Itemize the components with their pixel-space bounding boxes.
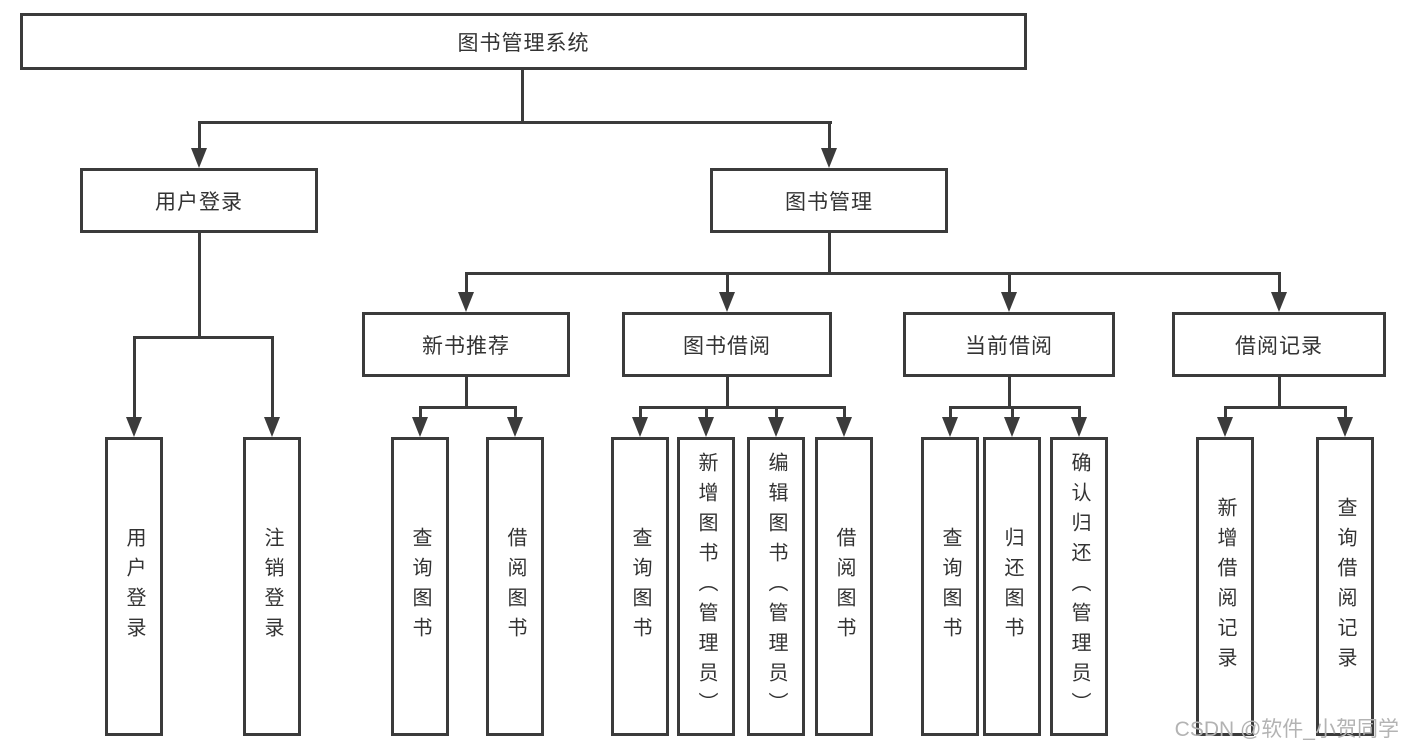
arrowhead-to-borrow-books-borrowing <box>836 417 852 437</box>
leaf-query-books-current-label: 查询图书 <box>939 526 961 647</box>
leaf-borrow-books-recommend: 借阅图书 <box>486 437 544 736</box>
leaf-borrow-books-borrowing-label: 借阅图书 <box>833 526 855 647</box>
connector-book-borrowing-stem <box>726 377 729 409</box>
node-root-label: 图书管理系统 <box>457 31 590 55</box>
connector-drop-add-book-admin <box>705 406 708 417</box>
connector-drop-query-books-borrowing <box>639 406 642 417</box>
node-borrowing-records-label: 借阅记录 <box>1235 334 1323 358</box>
arrowhead-to-query-books-recommend <box>412 417 428 437</box>
connector-drop-borrow-books-borrowing <box>843 406 846 417</box>
connector-borrowing-records-bar <box>1224 406 1347 409</box>
arrowhead-to-book-borrowing <box>719 292 735 312</box>
node-root-system: 图书管理系统 <box>20 13 1027 70</box>
leaf-logout-label: 注销登录 <box>261 526 283 647</box>
leaf-query-books-borrowing: 查询图书 <box>611 437 669 736</box>
arrowhead-to-user-login <box>191 148 207 168</box>
leaf-query-books-current: 查询图书 <box>921 437 979 736</box>
arrowhead-to-leaf-logout <box>264 417 280 437</box>
connector-root-stem <box>521 70 524 124</box>
arrowhead-to-borrow-books-recommend <box>507 417 523 437</box>
arrowhead-to-add-book-admin <box>698 417 714 437</box>
arrowhead-to-query-borrow-record <box>1337 417 1353 437</box>
leaf-user-login: 用户登录 <box>105 437 163 736</box>
connector-drop-book-borrowing <box>726 272 729 292</box>
node-current-borrowing-label: 当前借阅 <box>965 334 1053 358</box>
connector-drop-return-book <box>1011 406 1014 417</box>
connector-root-bar <box>198 121 832 124</box>
node-book-management: 图书管理 <box>710 168 948 233</box>
connector-drop-query-borrow-record <box>1344 406 1347 417</box>
arrowhead-to-add-borrow-record <box>1217 417 1233 437</box>
connector-current-borrowing-stem <box>1008 377 1011 409</box>
node-book-management-label: 图书管理 <box>785 190 873 214</box>
arrowhead-to-current-borrowing <box>1001 292 1017 312</box>
connector-borrowing-records-stem <box>1278 377 1281 409</box>
arrowhead-to-book-management <box>821 148 837 168</box>
node-borrowing-records: 借阅记录 <box>1172 312 1386 377</box>
connector-book-borrowing-bar <box>639 406 846 409</box>
connector-current-borrowing-bar <box>949 406 1081 409</box>
node-user-login-label: 用户登录 <box>155 190 243 214</box>
leaf-return-book-label: 归还图书 <box>1001 526 1023 647</box>
connector-drop-add-borrow-record <box>1224 406 1227 417</box>
connector-drop-current-borrowing <box>1008 272 1011 292</box>
node-new-book-recommend: 新书推荐 <box>362 312 570 377</box>
leaf-edit-book-admin: 编辑图书（管理员） <box>747 437 805 736</box>
connector-drop-query-books-current <box>949 406 952 417</box>
connector-drop-borrowing-records <box>1278 272 1281 292</box>
connector-new-book-recommend-bar <box>419 406 517 409</box>
arrowhead-to-query-books-borrowing <box>632 417 648 437</box>
node-current-borrowing: 当前借阅 <box>903 312 1115 377</box>
leaf-confirm-return-admin-label: 确认归还（管理员） <box>1068 451 1090 722</box>
leaf-user-login-label: 用户登录 <box>123 526 145 647</box>
leaf-borrow-books-borrowing: 借阅图书 <box>815 437 873 736</box>
connector-book-management-bar <box>465 272 1281 275</box>
arrowhead-to-return-book <box>1004 417 1020 437</box>
connector-drop-new-book-recommend <box>465 272 468 292</box>
node-book-borrowing: 图书借阅 <box>622 312 832 377</box>
leaf-confirm-return-admin: 确认归还（管理员） <box>1050 437 1108 736</box>
connector-drop-book-management <box>828 121 831 148</box>
leaf-query-books-recommend-label: 查询图书 <box>409 526 431 647</box>
node-user-login: 用户登录 <box>80 168 318 233</box>
connector-drop-query-books-recommend <box>419 406 422 417</box>
leaf-query-borrow-record: 查询借阅记录 <box>1316 437 1374 736</box>
arrowhead-to-query-books-current <box>942 417 958 437</box>
leaf-borrow-books-recommend-label: 借阅图书 <box>504 526 526 647</box>
connector-drop-borrow-books-recommend <box>514 406 517 417</box>
connector-drop-confirm-return-admin <box>1078 406 1081 417</box>
leaf-add-borrow-record: 新增借阅记录 <box>1196 437 1254 736</box>
leaf-query-books-borrowing-label: 查询图书 <box>629 526 651 647</box>
node-book-borrowing-label: 图书借阅 <box>683 334 771 358</box>
arrowhead-to-borrowing-records <box>1271 292 1287 312</box>
leaf-add-book-admin-label: 新增图书（管理员） <box>695 451 717 722</box>
connector-new-book-recommend-stem <box>465 377 468 409</box>
leaf-return-book: 归还图书 <box>983 437 1041 736</box>
connector-user-login-stem <box>198 233 201 339</box>
csdn-watermark: CSDN @软件_小贺同学 <box>1174 718 1399 741</box>
leaf-add-book-admin: 新增图书（管理员） <box>677 437 735 736</box>
leaf-add-borrow-record-label: 新增借阅记录 <box>1214 496 1236 677</box>
connector-book-management-stem <box>828 233 831 275</box>
connector-drop-leaf-logout <box>271 336 274 417</box>
arrowhead-to-confirm-return-admin <box>1071 417 1087 437</box>
leaf-logout: 注销登录 <box>243 437 301 736</box>
connector-drop-edit-book-admin <box>775 406 778 417</box>
connector-drop-leaf-user-login <box>133 336 136 417</box>
leaf-query-borrow-record-label: 查询借阅记录 <box>1334 496 1356 677</box>
connector-drop-user-login <box>198 121 201 148</box>
node-new-book-recommend-label: 新书推荐 <box>422 334 510 358</box>
arrowhead-to-edit-book-admin <box>768 417 784 437</box>
connector-user-login-bar <box>133 336 274 339</box>
leaf-query-books-recommend: 查询图书 <box>391 437 449 736</box>
arrowhead-to-leaf-user-login <box>126 417 142 437</box>
leaf-edit-book-admin-label: 编辑图书（管理员） <box>765 451 787 722</box>
arrowhead-to-new-book-recommend <box>458 292 474 312</box>
